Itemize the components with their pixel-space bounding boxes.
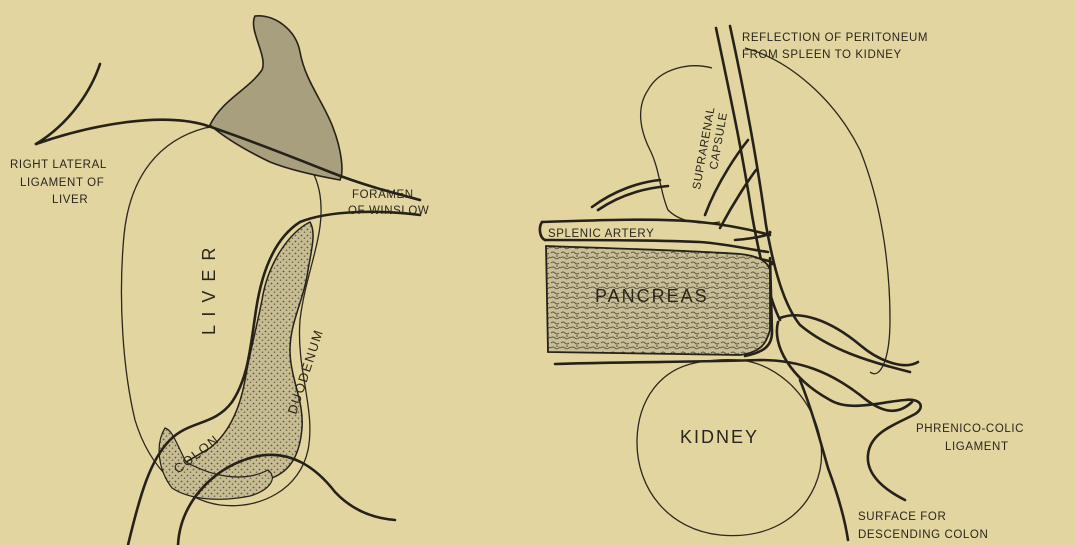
kidney-outline (637, 360, 822, 536)
label-phrenico-colic: PHRENICO-COLIC LIGAMENT (916, 423, 1024, 453)
vessel-left-2 (598, 186, 668, 210)
label-foramen: FORAMEN OF WINSLOW (348, 189, 429, 217)
gallbladder-shaded (210, 16, 342, 180)
label-right-lateral-ligament: RIGHT LATERAL LIGAMENT OF LIVER (10, 159, 107, 206)
label-rll-1: RIGHT LATERAL (10, 159, 107, 171)
phrenico-colic-loop (780, 315, 918, 365)
label-foramen-1: FORAMEN (352, 189, 414, 201)
ligament-line-upper (36, 64, 100, 144)
label-rll-2: LIGAMENT OF (20, 177, 104, 189)
label-surface-for-descending-colon: SURFACE FOR DESCENDING COLON (858, 511, 988, 541)
label-reflection-1: REFLECTION OF PERITONEUM (742, 32, 928, 44)
label-splenic-artery: SPLENIC ARTERY (548, 228, 654, 240)
label-rll-3: LIVER (52, 194, 88, 206)
peritoneum-lower-line (555, 360, 912, 411)
label-phrenico-1: PHRENICO-COLIC (916, 423, 1024, 435)
label-pancreas: PANCREAS (595, 286, 709, 306)
vessel-left-1 (592, 180, 660, 207)
label-foramen-2: OF WINSLOW (348, 205, 429, 217)
left-figure: RIGHT LATERAL LIGAMENT OF LIVER FORAMEN … (10, 16, 429, 545)
label-reflection-2: FROM SPLEEN TO KIDNEY (742, 49, 902, 61)
label-phrenico-2: LIGAMENT (945, 441, 1009, 453)
right-figure: REFLECTION OF PERITONEUM FROM SPLEEN TO … (540, 26, 1024, 541)
label-kidney: KIDNEY (680, 427, 759, 447)
label-surface-1: SURFACE FOR (858, 511, 946, 523)
splenic-artery-end (540, 222, 545, 240)
label-reflection: REFLECTION OF PERITONEUM FROM SPLEEN TO … (742, 32, 928, 61)
label-liver: L I V E R (199, 246, 219, 335)
label-surface-2: DESCENDING COLON (858, 529, 988, 541)
